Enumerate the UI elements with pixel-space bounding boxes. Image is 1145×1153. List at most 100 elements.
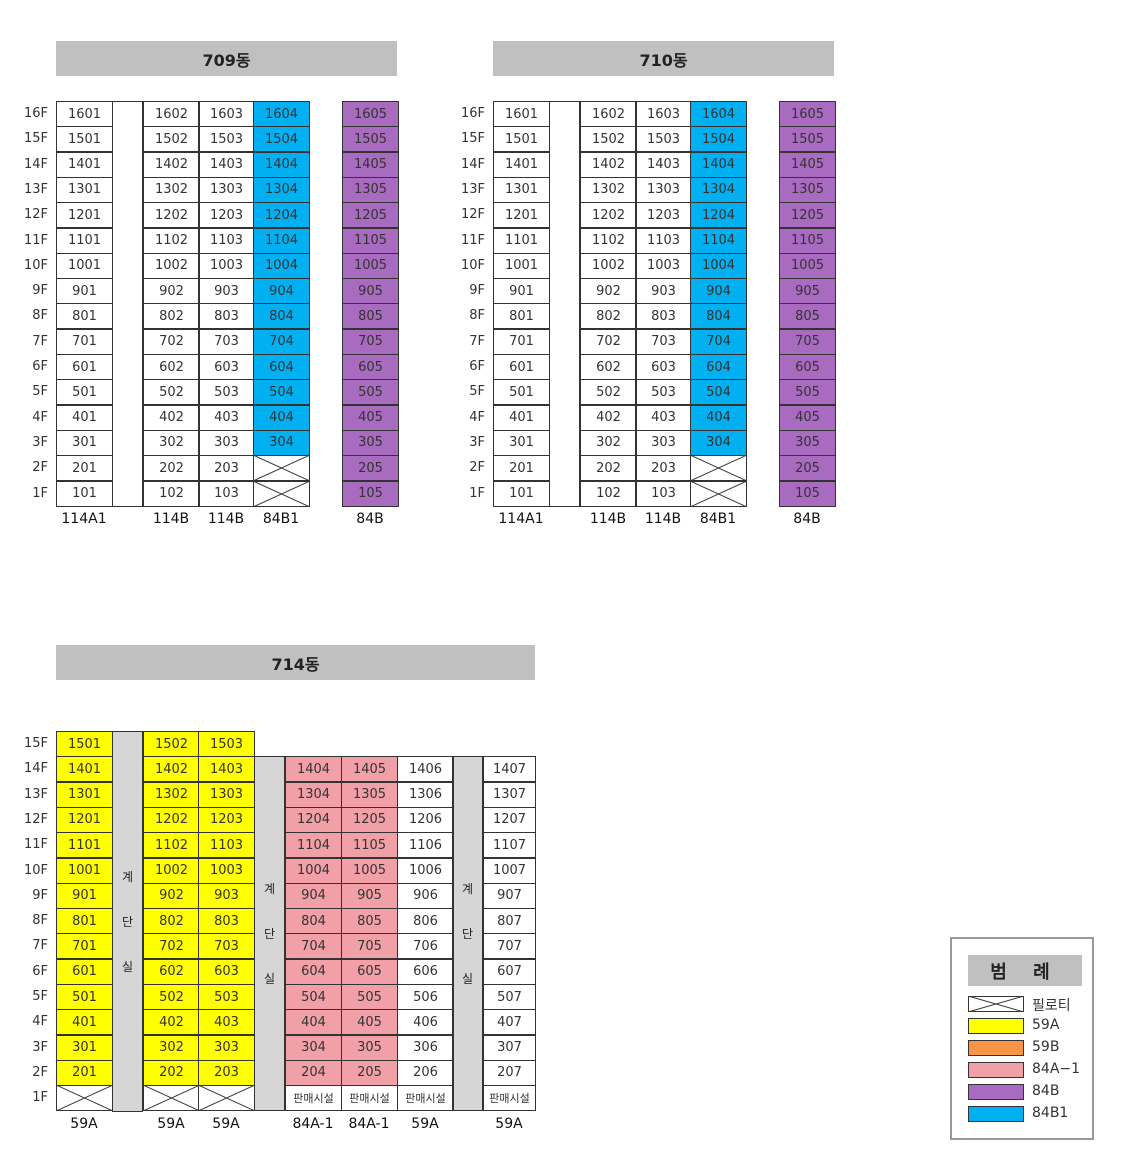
b714-unit-cell: 1402: [143, 756, 200, 783]
b710-unit-cell: 1602: [580, 101, 637, 127]
b709-unit-cell: 604: [253, 354, 310, 380]
b714-floor-label: 13F: [23, 786, 48, 802]
b710-unit-cell: 1001: [493, 252, 550, 279]
b714-unit-cell: 1401: [56, 756, 113, 783]
b714-shop-cell: 판매시설: [397, 1085, 454, 1112]
b714-unit-cell: 604: [285, 958, 342, 985]
b710-unit-cell: 604: [690, 354, 747, 380]
b714-unit-cell: 1406: [397, 756, 454, 783]
b710-unit-cell: 804: [690, 303, 747, 330]
legend-swatch: [968, 1062, 1024, 1078]
b710-floor-label: 11F: [460, 232, 485, 248]
b714-unit-cell: 1003: [198, 857, 255, 884]
b709-unit-cell: 203: [198, 455, 255, 482]
b709-unit-cell: 904: [253, 278, 310, 305]
b709-floor-label: 3F: [32, 434, 48, 450]
b709-unit-cell: 705: [342, 328, 399, 355]
b710-unit-cell: 605: [779, 354, 836, 380]
b709-type-label: 114B: [152, 510, 190, 527]
b710-corridor: [549, 101, 580, 507]
b709-floor-label: 13F: [23, 181, 48, 197]
b710-unit-cell: 704: [690, 328, 747, 355]
b709-floor-label: 12F: [23, 207, 48, 223]
b714-floor-label: 4F: [32, 1014, 48, 1030]
b709-pilotis-cell: [253, 455, 310, 482]
b714-unit-cell: 1302: [143, 781, 200, 808]
legend-label: 59A: [1032, 1017, 1060, 1033]
b710-unit-cell: 905: [779, 278, 836, 305]
b709-unit-cell: 401: [56, 404, 113, 431]
b709-unit-cell: 1203: [198, 202, 255, 229]
b709-floor-label: 15F: [23, 131, 48, 147]
b714-unit-cell: 607: [483, 958, 536, 985]
b709-unit-cell: 101: [56, 480, 113, 507]
b714-unit-cell: 703: [198, 933, 255, 960]
legend-title: 범 례: [968, 955, 1082, 986]
b710-pilotis-cell: [690, 455, 747, 482]
b709-floor-label: 9F: [32, 283, 48, 299]
b709-corridor: [112, 101, 143, 507]
b710-unit-cell: 1401: [493, 151, 550, 178]
b714-unit-cell: 305: [341, 1034, 398, 1061]
b709-unit-cell: 202: [143, 455, 200, 482]
b709-unit-cell: 1402: [143, 151, 200, 178]
b709-floor-label: 1F: [32, 485, 48, 501]
b710-unit-cell: 1601: [493, 101, 550, 127]
b714-unit-cell: 205: [341, 1059, 398, 1086]
b710-floor-label: 10F: [460, 257, 485, 273]
b714-pilotis-cell: [143, 1085, 200, 1112]
b714-unit-cell: 1103: [198, 832, 255, 859]
b709-type-label: 84B: [356, 510, 384, 527]
b710-unit-cell: 202: [580, 455, 637, 482]
b710-unit-cell: 901: [493, 278, 550, 305]
b714-floor-label: 14F: [23, 761, 48, 777]
b710-unit-cell: 1302: [580, 176, 637, 203]
b710-unit-cell: 1305: [779, 176, 836, 203]
b709-unit-cell: 402: [143, 404, 200, 431]
b714-unit-cell: 304: [285, 1034, 342, 1061]
b709-unit-cell: 1302: [143, 176, 200, 203]
b714-shop-cell: 판매시설: [285, 1085, 342, 1112]
b714-unit-cell: 1107: [483, 832, 536, 859]
b710-unit-cell: 1404: [690, 151, 747, 178]
legend-label: 84B1: [1032, 1105, 1069, 1121]
b714-unit-cell: 203: [198, 1059, 255, 1086]
stairwell-char: 실: [461, 972, 474, 987]
b710-unit-cell: 1603: [635, 101, 692, 127]
building-710-title: 710동: [639, 50, 688, 70]
b714-unit-cell: 1203: [198, 806, 255, 833]
b714-unit-cell: 402: [143, 1009, 200, 1036]
b714-unit-cell: 1105: [341, 832, 398, 859]
b714-unit-cell: 1004: [285, 857, 342, 884]
b709-unit-cell: 1005: [342, 252, 399, 279]
b709-unit-cell: 605: [342, 354, 399, 380]
b710-floor-label: 3F: [469, 434, 485, 450]
b710-unit-cell: 403: [635, 404, 692, 431]
b709-unit-cell: 1204: [253, 202, 310, 229]
b710-floor-label: 9F: [469, 283, 485, 299]
b709-unit-cell: 602: [143, 354, 200, 380]
b714-unit-cell: 902: [143, 882, 200, 909]
b710-unit-cell: 404: [690, 404, 747, 431]
b714-unit-cell: 904: [285, 882, 342, 909]
b710-unit-cell: 205: [779, 455, 836, 482]
b714-unit-cell: 1303: [198, 781, 255, 808]
b714-type-label: 84A-1: [292, 1115, 334, 1132]
b709-unit-cell: 1101: [56, 227, 113, 254]
building-714-title: 714동: [271, 654, 320, 674]
legend-label: 84A−1: [1032, 1061, 1081, 1077]
b710-unit-cell: 705: [779, 328, 836, 355]
b710-unit-cell: 304: [690, 429, 747, 456]
b714-unit-cell: 1102: [143, 832, 200, 859]
b709-unit-cell: 301: [56, 429, 113, 456]
b710-floor-label: 16F: [460, 106, 485, 121]
b714-unit-cell: 1101: [56, 832, 113, 859]
b710-unit-cell: 302: [580, 429, 637, 456]
b710-unit-cell: 405: [779, 404, 836, 431]
b710-unit-cell: 602: [580, 354, 637, 380]
b710-unit-cell: 105: [779, 480, 836, 507]
b710-unit-cell: 1505: [779, 126, 836, 153]
stairwell-char: 계: [121, 869, 134, 884]
b710-unit-cell: 504: [690, 379, 747, 406]
